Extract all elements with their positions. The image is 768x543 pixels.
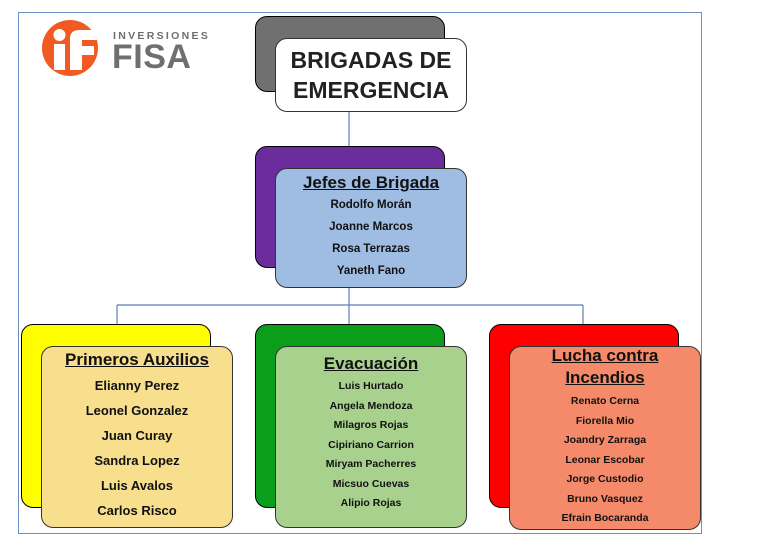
- evacuacion-member-list: Luis Hurtado Angela Mendoza Milagros Roj…: [276, 377, 466, 514]
- primeros-title: Primeros Auxilios: [65, 350, 209, 369]
- evacuacion-member: Milagros Rojas: [333, 419, 409, 431]
- incendios-member: Efrain Bocaranda: [561, 512, 649, 524]
- incendios-member: Fiorella Mio: [575, 414, 635, 427]
- title-line-1: BRIGADAS DE: [290, 47, 452, 73]
- primeros-box: Primeros Auxilios Elianny Perez Leonel G…: [41, 346, 233, 528]
- jefes-member: Joanne Marcos: [329, 221, 413, 233]
- evacuacion-member: Cipiriano Carrion: [328, 438, 414, 451]
- incendios-member: Joandry Zarraga: [563, 434, 647, 446]
- title-line-2: EMERGENCIA: [293, 77, 449, 103]
- incendios-title-line-1: Lucha contra: [551, 346, 659, 365]
- primeros-member: Sandra Lopez: [94, 453, 180, 468]
- jefes-member-list: Rodolfo Morán Joanne Marcos Rosa Terraza…: [276, 194, 466, 282]
- incendios-member: Renato Cerna: [570, 395, 640, 407]
- incendios-box: Lucha contra Incendios Renato Cerna Fior…: [509, 346, 701, 530]
- jefes-title: Jefes de Brigada: [302, 173, 440, 192]
- logo-brand-main: FISA: [112, 38, 192, 76]
- evacuacion-member: Luis Hurtado: [338, 380, 404, 392]
- jefes-member: Rodolfo Morán: [330, 199, 412, 211]
- primeros-member-list: Elianny Perez Leonel Gonzalez Juan Curay…: [42, 373, 232, 523]
- evacuacion-member: Miryam Pacherres: [325, 458, 417, 470]
- primeros-member: Leonel Gonzalez: [85, 403, 189, 418]
- evacuacion-member: Alipio Rojas: [340, 497, 402, 509]
- inversiones-fisa-logo: INVERSIONES FISA: [40, 20, 220, 80]
- fisa-logo-icon: [42, 20, 98, 76]
- evacuacion-member: Angela Mendoza: [329, 399, 413, 412]
- title-box: BRIGADAS DE EMERGENCIA: [275, 38, 467, 112]
- jefes-member: Yaneth Fano: [336, 265, 406, 277]
- primeros-member: Juan Curay: [101, 428, 173, 443]
- jefes-box: Jefes de Brigada Rodolfo Morán Joanne Ma…: [275, 168, 467, 288]
- primeros-member: Carlos Risco: [97, 503, 177, 518]
- jefes-member: Rosa Terrazas: [332, 243, 410, 255]
- primeros-member: Luis Avalos: [100, 478, 173, 493]
- logo-brand-top: INVERSIONES: [113, 30, 211, 42]
- evacuacion-box: Evacuación Luis Hurtado Angela Mendoza M…: [275, 346, 467, 528]
- primeros-member: Elianny Perez: [94, 378, 180, 393]
- incendios-member-list: Renato Cerna Fiorella Mio Joandry Zarrag…: [510, 392, 700, 529]
- evacuacion-member: Micsuo Cuevas: [332, 477, 410, 490]
- incendios-member: Bruno Vasquez: [567, 492, 643, 505]
- evacuacion-title: Evacuación: [323, 354, 419, 373]
- incendios-member: Jorge Custodio: [566, 473, 644, 485]
- incendios-title-line-2: Incendios: [565, 368, 645, 387]
- incendios-title: Lucha contra Incendios: [510, 345, 700, 389]
- incendios-member: Leonar Escobar: [565, 453, 645, 466]
